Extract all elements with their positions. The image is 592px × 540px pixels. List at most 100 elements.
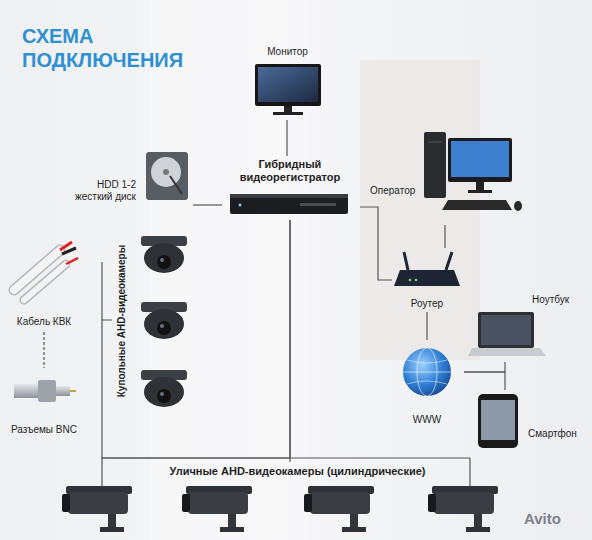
- dome-lens: [157, 321, 171, 335]
- bullet-camera: [304, 486, 374, 532]
- connector-line: [286, 120, 287, 156]
- bnc-tip: [56, 386, 70, 396]
- vertical-label: Купольные AHD-видеокамеры: [115, 231, 129, 411]
- cable-jacket: [24, 264, 66, 300]
- dvr-body: [230, 194, 348, 214]
- dvr-top: [230, 194, 348, 198]
- node-label: WWW: [392, 414, 462, 426]
- monitor-base: [273, 112, 303, 115]
- node-label: Уличные AHD-видеокамеры (цилиндрические): [55, 465, 540, 478]
- camera-lens: [304, 494, 312, 512]
- pc-tower: [424, 132, 446, 198]
- dvr-led: [239, 204, 242, 207]
- monitor-stand: [284, 106, 292, 112]
- bullet-camera: [62, 486, 132, 532]
- cable-wire: [66, 258, 78, 264]
- bnc-sleeve: [14, 384, 38, 398]
- bnc-node: Разъемы BNC: [4, 368, 86, 440]
- node-label: Смартфон: [528, 428, 580, 440]
- connector-line: [444, 225, 445, 248]
- monitor-node: Монитор: [240, 44, 337, 120]
- pc-bay: [428, 142, 442, 143]
- operator-node: Оператор: [368, 125, 518, 225]
- laptop-screen: [481, 315, 531, 345]
- pc-stand: [476, 182, 484, 190]
- camera-foot: [220, 527, 244, 532]
- router-led: [415, 279, 418, 282]
- dome-camera: [141, 370, 187, 407]
- connector-line: [289, 220, 290, 462]
- hdd-platter: [151, 157, 181, 187]
- dome-cameras-group: Купольные AHD-видеокамеры: [112, 226, 190, 416]
- globe-equator: [403, 372, 451, 373]
- router-led: [409, 279, 412, 282]
- smartphone-node: Смартфон: [470, 390, 582, 450]
- hdd-node: HDD 1-2 жесткий диск: [58, 145, 193, 211]
- camera-body: [68, 492, 128, 514]
- pc-monitor: [448, 138, 512, 182]
- dvr-node: Гибридный видеорегистратор: [222, 156, 360, 220]
- hdd-icon: [146, 152, 188, 200]
- connector-line: [464, 362, 505, 372]
- dome-camera: [141, 302, 187, 339]
- router-icon: [394, 252, 460, 286]
- router-node: Роутер: [392, 248, 464, 312]
- cable-node: Кабель КВК: [4, 236, 86, 332]
- dome-body: [144, 309, 184, 339]
- hdd-case: [146, 152, 188, 200]
- dome-glint: [160, 392, 164, 396]
- camera-body: [188, 492, 248, 514]
- node-label: Гибридный видеорегистратор: [222, 158, 358, 184]
- drop-line: [101, 458, 102, 486]
- laptop-lid: [478, 312, 534, 348]
- node-label: Оператор: [370, 185, 422, 197]
- node-label: Роутер: [392, 298, 462, 310]
- street-cameras-group: Уличные AHD-видеокамеры (цилиндрические): [55, 462, 542, 536]
- monitor-frame: [255, 64, 321, 106]
- connector-line: [426, 312, 427, 340]
- pc-screen: [451, 141, 509, 177]
- hdd-arm: [170, 176, 182, 194]
- bracket-line: [101, 262, 102, 320]
- node-label: Кабель КВК: [4, 316, 84, 328]
- globe-parallel: [407, 360, 447, 384]
- bnc-nut: [38, 380, 56, 402]
- pc-base: [468, 190, 492, 193]
- camera-mount: [474, 514, 482, 528]
- router-antenna: [446, 252, 452, 270]
- dome-body: [144, 377, 184, 407]
- dvr-panel: [300, 203, 336, 206]
- node-label: Монитор: [240, 46, 335, 58]
- laptop-icon: [468, 312, 546, 356]
- hdd-spindle: [163, 169, 169, 175]
- cable-jacket: [24, 264, 66, 300]
- monitor-screen: [258, 67, 318, 102]
- pc-icon: [424, 132, 522, 211]
- connector-line: [464, 372, 505, 390]
- globe-icon: [403, 348, 451, 396]
- router-antenna: [404, 252, 408, 270]
- dome-camera: [141, 236, 187, 273]
- connector-line: [360, 207, 392, 280]
- cable-wire: [62, 248, 76, 254]
- camera-foot: [342, 527, 366, 532]
- laptop-base: [468, 348, 546, 356]
- dome-lens: [157, 389, 171, 403]
- dome-glint: [160, 258, 164, 262]
- node-label: HDD 1-2 жесткий диск: [64, 179, 136, 203]
- bullet-camera: [182, 486, 252, 532]
- monitor-icon: [255, 64, 321, 115]
- camera-body: [310, 492, 370, 514]
- globe: [403, 348, 451, 396]
- pc-mouse: [514, 201, 522, 211]
- camera-lens: [428, 494, 436, 512]
- camera-lens: [182, 494, 190, 512]
- pc-keyboard: [442, 200, 512, 210]
- phone-body: [478, 394, 518, 448]
- connector-line: [193, 204, 222, 205]
- bnc-pin: [70, 390, 76, 392]
- connector-line: [102, 220, 290, 458]
